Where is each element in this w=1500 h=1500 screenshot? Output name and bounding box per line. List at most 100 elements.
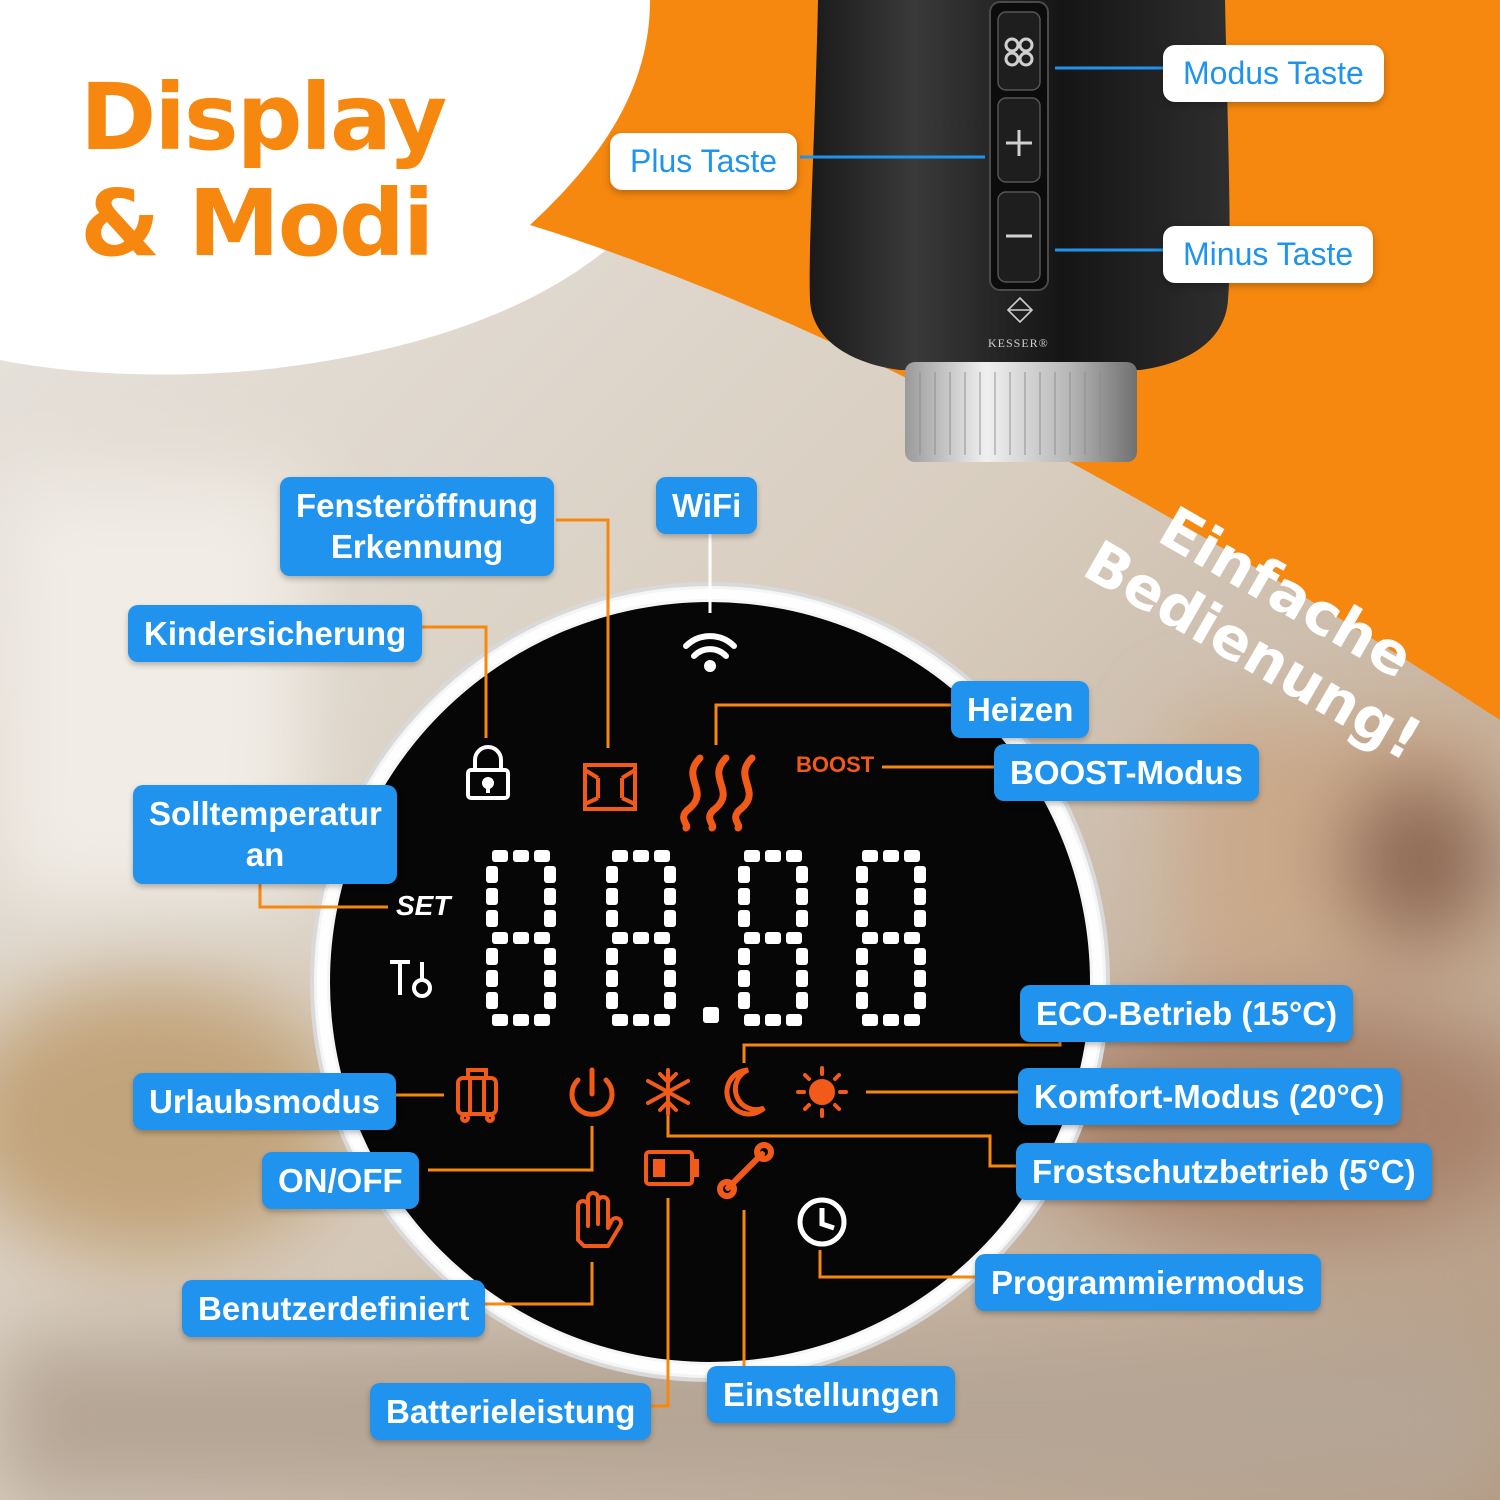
lcd-segment: [856, 888, 868, 905]
label-modus-taste: Modus Taste: [1163, 45, 1384, 102]
lcd-segment: [544, 866, 556, 883]
lcd-segment: [606, 948, 618, 965]
lcd-segment: [738, 910, 750, 927]
lcd-segment: [862, 850, 878, 862]
lcd-segment: [765, 932, 781, 944]
heating-icon: [680, 754, 756, 832]
lcd-segment: [486, 948, 498, 965]
lcd-segment: [534, 1014, 550, 1026]
sun-icon: [796, 1066, 848, 1118]
top-left-panel: [0, 0, 690, 375]
hand-icon: [576, 1191, 623, 1248]
lcd-segment: [856, 970, 868, 987]
headline-line2: & Modi: [80, 170, 434, 277]
label-batterieleistung: Batterieleistung: [370, 1383, 652, 1441]
lcd-segment: [486, 910, 498, 927]
lcd-segment: [664, 888, 676, 905]
lcd-segment: [513, 850, 529, 862]
lcd-segment: [664, 866, 676, 883]
moon-icon: [724, 1067, 766, 1117]
lcd-segment: [796, 866, 808, 883]
brand-name: KESSER®: [988, 336, 1049, 350]
lcd-segment: [486, 970, 498, 987]
wrench-icon: [717, 1142, 774, 1199]
label-minus-taste: Minus Taste: [1163, 226, 1374, 283]
lcd-segment: [744, 932, 760, 944]
lcd-segment: [914, 992, 926, 1009]
lcd-segment: [606, 888, 618, 905]
power-icon: [569, 1067, 615, 1117]
lcd-segment: [486, 992, 498, 1009]
lcd-segment: [883, 850, 899, 862]
modus-button[interactable]: [997, 11, 1041, 91]
lcd-segment: [606, 992, 618, 1009]
label-komfort-modus: Komfort-Modus (20°C): [1018, 1068, 1401, 1126]
label-urlaubsmodus: Urlaubsmodus: [133, 1073, 397, 1131]
lcd-segment: [664, 910, 676, 927]
lcd-segment: [664, 970, 676, 987]
lcd-segment: [544, 970, 556, 987]
lcd-segment: [664, 992, 676, 1009]
lcd-segment: [862, 1014, 878, 1026]
label-solltemperatur-line2: an: [245, 836, 285, 874]
suitcase-icon: [456, 1068, 498, 1123]
lcd-segment: [654, 1014, 670, 1026]
lcd-segment: [513, 932, 529, 944]
lcd-segment: [654, 850, 670, 862]
lcd-segment: [738, 970, 750, 987]
lcd-segment: [796, 888, 808, 905]
lcd-segment: [904, 1014, 920, 1026]
lcd-segment: [486, 888, 498, 905]
lcd-segment: [914, 970, 926, 987]
label-eco-betrieb: ECO-Betrieb (15°C): [1020, 985, 1354, 1043]
lcd-segment: [786, 850, 802, 862]
lcd-segment: [744, 1014, 760, 1026]
kesser-logo-icon: [1006, 296, 1034, 324]
lcd-segment: [544, 948, 556, 965]
lcd-segment: [703, 1007, 719, 1023]
lcd-segment: [738, 866, 750, 883]
label-frostschutzbetrieb: Frostschutzbetrieb (5°C): [1016, 1143, 1432, 1201]
lcd-segment: [534, 932, 550, 944]
lcd-segment: [492, 932, 508, 944]
window-open-icon: [583, 763, 637, 811]
lcd-segment: [796, 910, 808, 927]
lcd-segment: [796, 970, 808, 987]
label-fensteroeffnung: Fensteröffnung Erkennung: [280, 477, 554, 576]
lcd-segment: [492, 850, 508, 862]
label-plus-taste: Plus Taste: [610, 133, 798, 190]
button-pointer-lines: [800, 66, 1165, 252]
lock-icon: [466, 745, 510, 800]
lcd-segment: [606, 910, 618, 927]
lcd-segment: [633, 850, 649, 862]
lcd-segment: [796, 948, 808, 965]
lcd-segment: [883, 932, 899, 944]
lcd-segment: [544, 888, 556, 905]
lcd-segment: [738, 948, 750, 965]
thermometer-icon: [390, 960, 432, 998]
plus-icon: [1006, 130, 1032, 156]
lcd-segment: [914, 948, 926, 965]
lcd-segment: [738, 992, 750, 1009]
lcd-segment: [914, 888, 926, 905]
battery-icon: [644, 1150, 699, 1186]
boost-indicator: BOOST: [796, 752, 875, 777]
label-kindersicherung: Kindersicherung: [128, 605, 423, 663]
lcd-segment: [492, 1014, 508, 1026]
lcd-segment: [904, 932, 920, 944]
wifi-icon: [683, 633, 737, 672]
lcd-segment: [664, 948, 676, 965]
lcd-segment: [612, 1014, 628, 1026]
lcd-segment: [633, 1014, 649, 1026]
connector-lines: [258, 518, 1062, 1408]
lcd-segment: [612, 850, 628, 862]
lcd-segment: [744, 850, 760, 862]
label-heizen: Heizen: [951, 681, 1090, 739]
snowflake-icon: [646, 1068, 690, 1116]
label-solltemperatur: Solltemperatur an: [133, 785, 397, 884]
label-programmiermodus: Programmiermodus: [975, 1254, 1321, 1312]
temperature-digits: [486, 850, 926, 1026]
lcd-segment: [654, 932, 670, 944]
lcd-segment: [904, 850, 920, 862]
lcd-segment: [544, 910, 556, 927]
